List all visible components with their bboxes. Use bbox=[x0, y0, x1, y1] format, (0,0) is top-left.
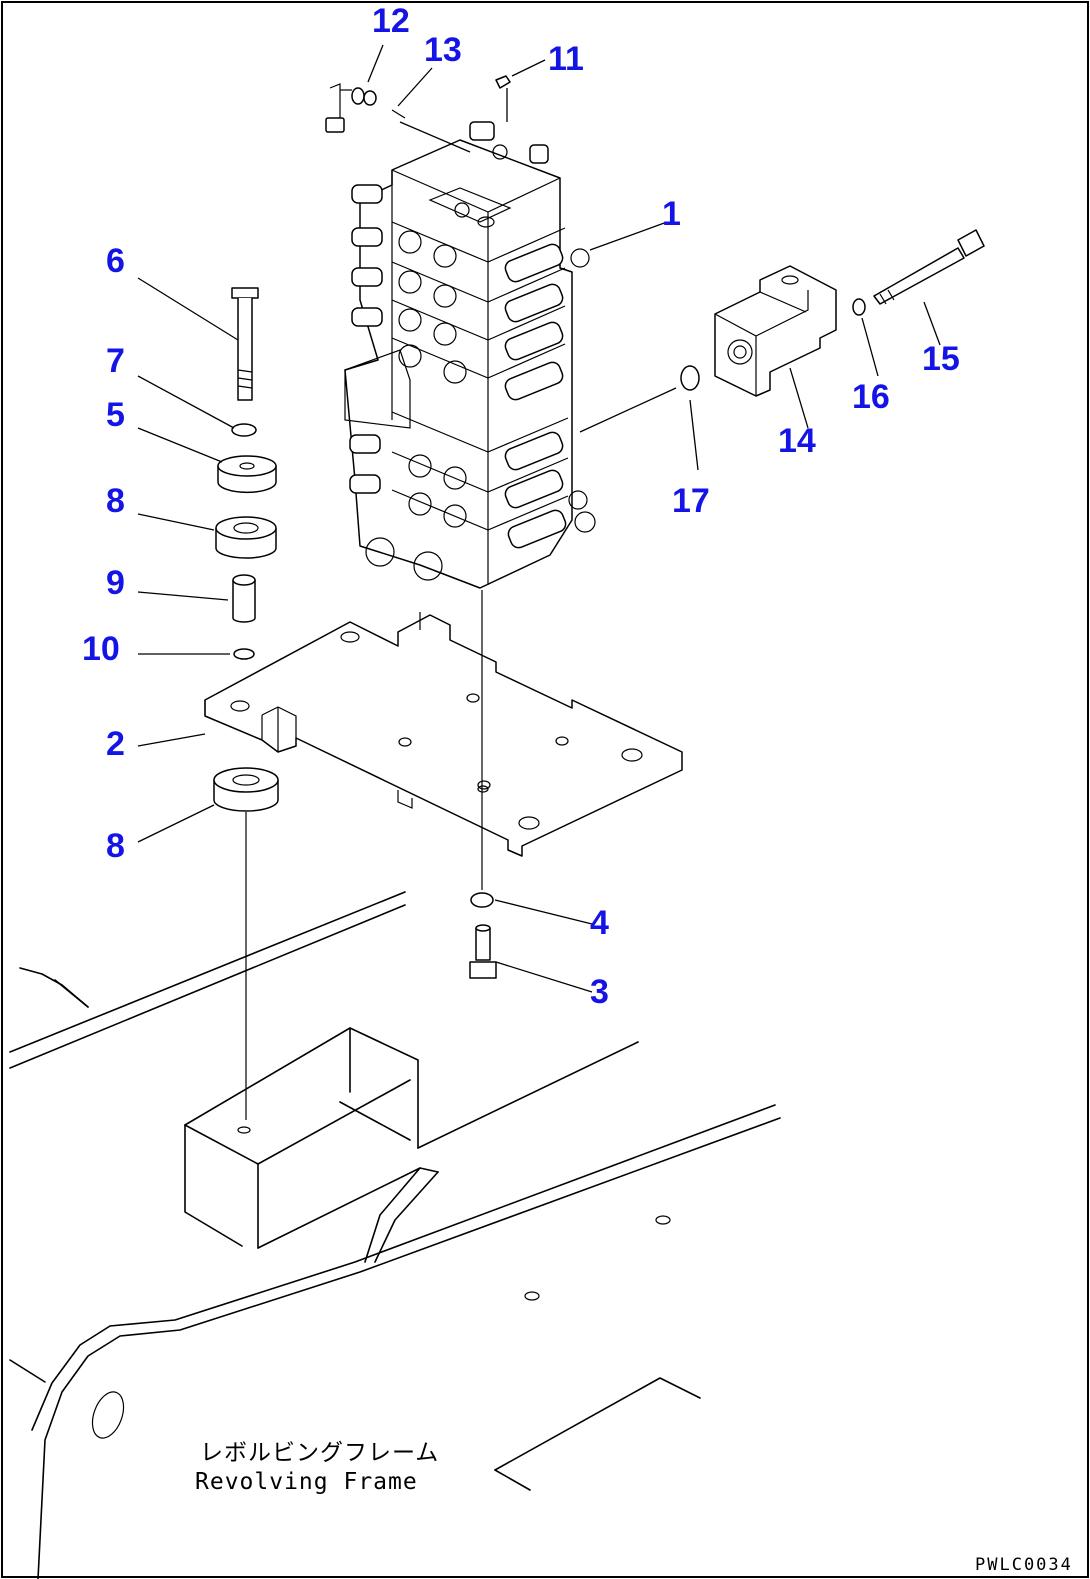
callout-4: 4 bbox=[590, 904, 609, 942]
callout-3: 3 bbox=[590, 973, 609, 1011]
caption-english: Revolving Frame bbox=[195, 1469, 418, 1495]
cushion-8-lower bbox=[213, 767, 279, 812]
callouts: 1 2 3 4 5 6 7 8 8 9 10 11 12 13 14 15 16… bbox=[82, 2, 960, 1011]
callout-14: 14 bbox=[778, 422, 816, 460]
callout-12: 12 bbox=[372, 2, 410, 40]
washer-10 bbox=[233, 648, 255, 660]
drawing-code: PWLC0034 bbox=[975, 1555, 1073, 1575]
washer-7 bbox=[231, 423, 257, 437]
screw-11 bbox=[495, 75, 511, 89]
washer-16 bbox=[852, 298, 866, 316]
bolt-15 bbox=[873, 229, 985, 305]
callout-13: 13 bbox=[424, 31, 462, 69]
mounting-bracket bbox=[204, 612, 683, 857]
callout-5: 5 bbox=[106, 396, 125, 434]
collar-9 bbox=[232, 574, 256, 623]
bolt-6 bbox=[231, 287, 259, 401]
pin-13 bbox=[391, 109, 406, 119]
leader-lines bbox=[137, 44, 941, 993]
plate-5 bbox=[217, 455, 277, 494]
callout-10: 10 bbox=[82, 630, 120, 668]
caption-japanese: レボルビングフレーム bbox=[200, 1440, 439, 1466]
callout-2: 2 bbox=[106, 725, 125, 763]
control-valve bbox=[344, 121, 596, 589]
callout-6: 6 bbox=[106, 242, 125, 280]
callout-8-upper: 8 bbox=[106, 482, 125, 520]
callout-7: 7 bbox=[106, 342, 125, 380]
block-14 bbox=[714, 265, 837, 397]
callout-8-lower: 8 bbox=[106, 827, 125, 865]
callout-16: 16 bbox=[852, 378, 890, 416]
cushion-8-upper bbox=[215, 516, 277, 559]
washer-4 bbox=[470, 892, 494, 908]
revolving-frame bbox=[9, 891, 781, 1579]
callout-1: 1 bbox=[662, 195, 681, 233]
o-ring-17 bbox=[680, 365, 700, 391]
callout-15: 15 bbox=[922, 340, 960, 378]
callout-17: 17 bbox=[672, 482, 710, 520]
callout-9: 9 bbox=[106, 564, 125, 602]
bolt-3 bbox=[469, 924, 497, 979]
callout-11: 11 bbox=[548, 40, 584, 78]
fitting-12 bbox=[325, 83, 377, 133]
